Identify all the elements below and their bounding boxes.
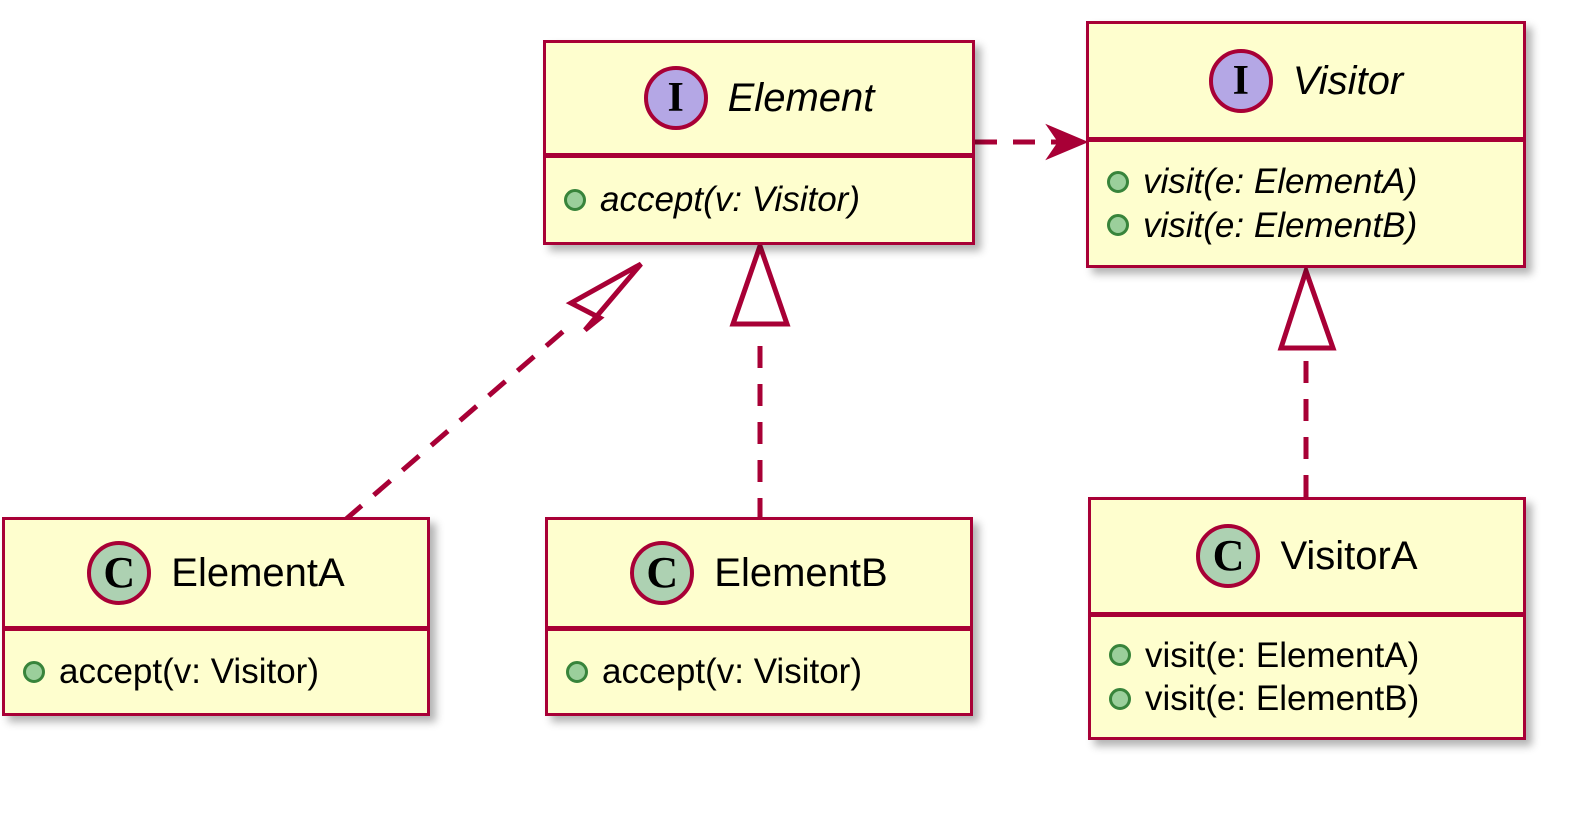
header-divider xyxy=(1089,137,1523,142)
member-label: visit(e: ElementB) xyxy=(1143,205,1418,245)
interface-stereotype-icon: I xyxy=(643,66,708,130)
class-header-elementb: C ElementB xyxy=(548,520,970,626)
public-visibility-icon xyxy=(564,188,586,211)
member-row: visit(e: ElementA) xyxy=(1091,636,1523,675)
edge-visitora-realizes-visitor xyxy=(1277,263,1337,497)
class-members-visitor: visit(e: ElementA) visit(e: ElementB) xyxy=(1089,142,1523,265)
public-visibility-icon xyxy=(1107,170,1129,193)
header-divider xyxy=(1091,612,1523,617)
class-box-visitora[interactable]: C VisitorA visit(e: ElementA) visit(e: E… xyxy=(1088,497,1526,740)
public-visibility-icon xyxy=(23,660,45,683)
hollow-triangle-arrowhead-icon xyxy=(1277,263,1337,351)
class-glyph-label: C xyxy=(1212,531,1245,580)
interface-glyph-label: I xyxy=(667,75,684,121)
member-label: accept(v: Visitor) xyxy=(59,651,319,691)
member-label: visit(e: ElementA) xyxy=(1143,162,1418,202)
hollow-triangle-arrowhead-icon xyxy=(729,238,791,327)
class-glyph-label: C xyxy=(103,548,136,597)
class-members-elementa: accept(v: Visitor) xyxy=(5,631,427,713)
class-box-element[interactable]: I Element accept(v: Visitor) xyxy=(543,40,975,245)
member-row: accept(v: Visitor) xyxy=(5,652,427,691)
class-name-label: Element xyxy=(727,76,875,120)
edge-elementb-realizes-element xyxy=(729,238,791,520)
member-label: visit(e: ElementA) xyxy=(1145,635,1420,675)
class-glyph-label: C xyxy=(646,548,679,597)
class-members-visitora: visit(e: ElementA) visit(e: ElementB) xyxy=(1091,617,1523,737)
member-label: accept(v: Visitor) xyxy=(602,651,862,691)
class-header-elementa: C ElementA xyxy=(5,520,427,626)
header-divider xyxy=(5,626,427,631)
interface-stereotype-icon: I xyxy=(1208,48,1273,113)
class-name-label: ElementB xyxy=(714,551,888,595)
class-name-label: ElementA xyxy=(171,551,345,595)
class-header-visitor: I Visitor xyxy=(1089,24,1523,137)
open-arrowhead-icon xyxy=(1045,123,1089,161)
class-box-visitor[interactable]: I Visitor visit(e: ElementA) visit(e: El… xyxy=(1086,21,1526,268)
member-label: accept(v: Visitor) xyxy=(600,179,860,219)
member-row: visit(e: ElementB) xyxy=(1091,679,1523,718)
member-row: accept(v: Visitor) xyxy=(546,180,972,219)
class-header-element: I Element xyxy=(546,43,972,153)
public-visibility-icon xyxy=(1107,214,1129,237)
header-divider xyxy=(548,626,970,631)
public-visibility-icon xyxy=(1109,644,1131,667)
member-label: visit(e: ElementB) xyxy=(1145,679,1420,718)
edge-element-uses-visitor xyxy=(975,123,1089,161)
class-members-elementb: accept(v: Visitor) xyxy=(548,631,970,713)
class-stereotype-icon: C xyxy=(87,541,152,605)
class-name-label: Visitor xyxy=(1292,58,1404,103)
hollow-triangle-arrowhead-icon xyxy=(565,261,643,332)
class-stereotype-icon: C xyxy=(630,541,695,605)
class-box-elementa[interactable]: C ElementA accept(v: Visitor) xyxy=(2,517,430,716)
class-stereotype-icon: C xyxy=(1196,524,1261,588)
member-row: accept(v: Visitor) xyxy=(548,652,970,691)
class-header-visitora: C VisitorA xyxy=(1091,500,1523,612)
member-row: visit(e: ElementB) xyxy=(1089,206,1523,245)
class-members-element: accept(v: Visitor) xyxy=(546,158,972,242)
class-name-label: VisitorA xyxy=(1280,534,1418,578)
edge-elementa-realizes-element xyxy=(343,261,643,522)
member-row: visit(e: ElementA) xyxy=(1089,162,1523,201)
header-divider xyxy=(546,153,972,158)
public-visibility-icon xyxy=(566,660,588,683)
public-visibility-icon xyxy=(1109,687,1131,710)
edge-line xyxy=(343,320,576,522)
interface-glyph-label: I xyxy=(1232,57,1249,104)
class-box-elementb[interactable]: C ElementB accept(v: Visitor) xyxy=(545,517,973,716)
